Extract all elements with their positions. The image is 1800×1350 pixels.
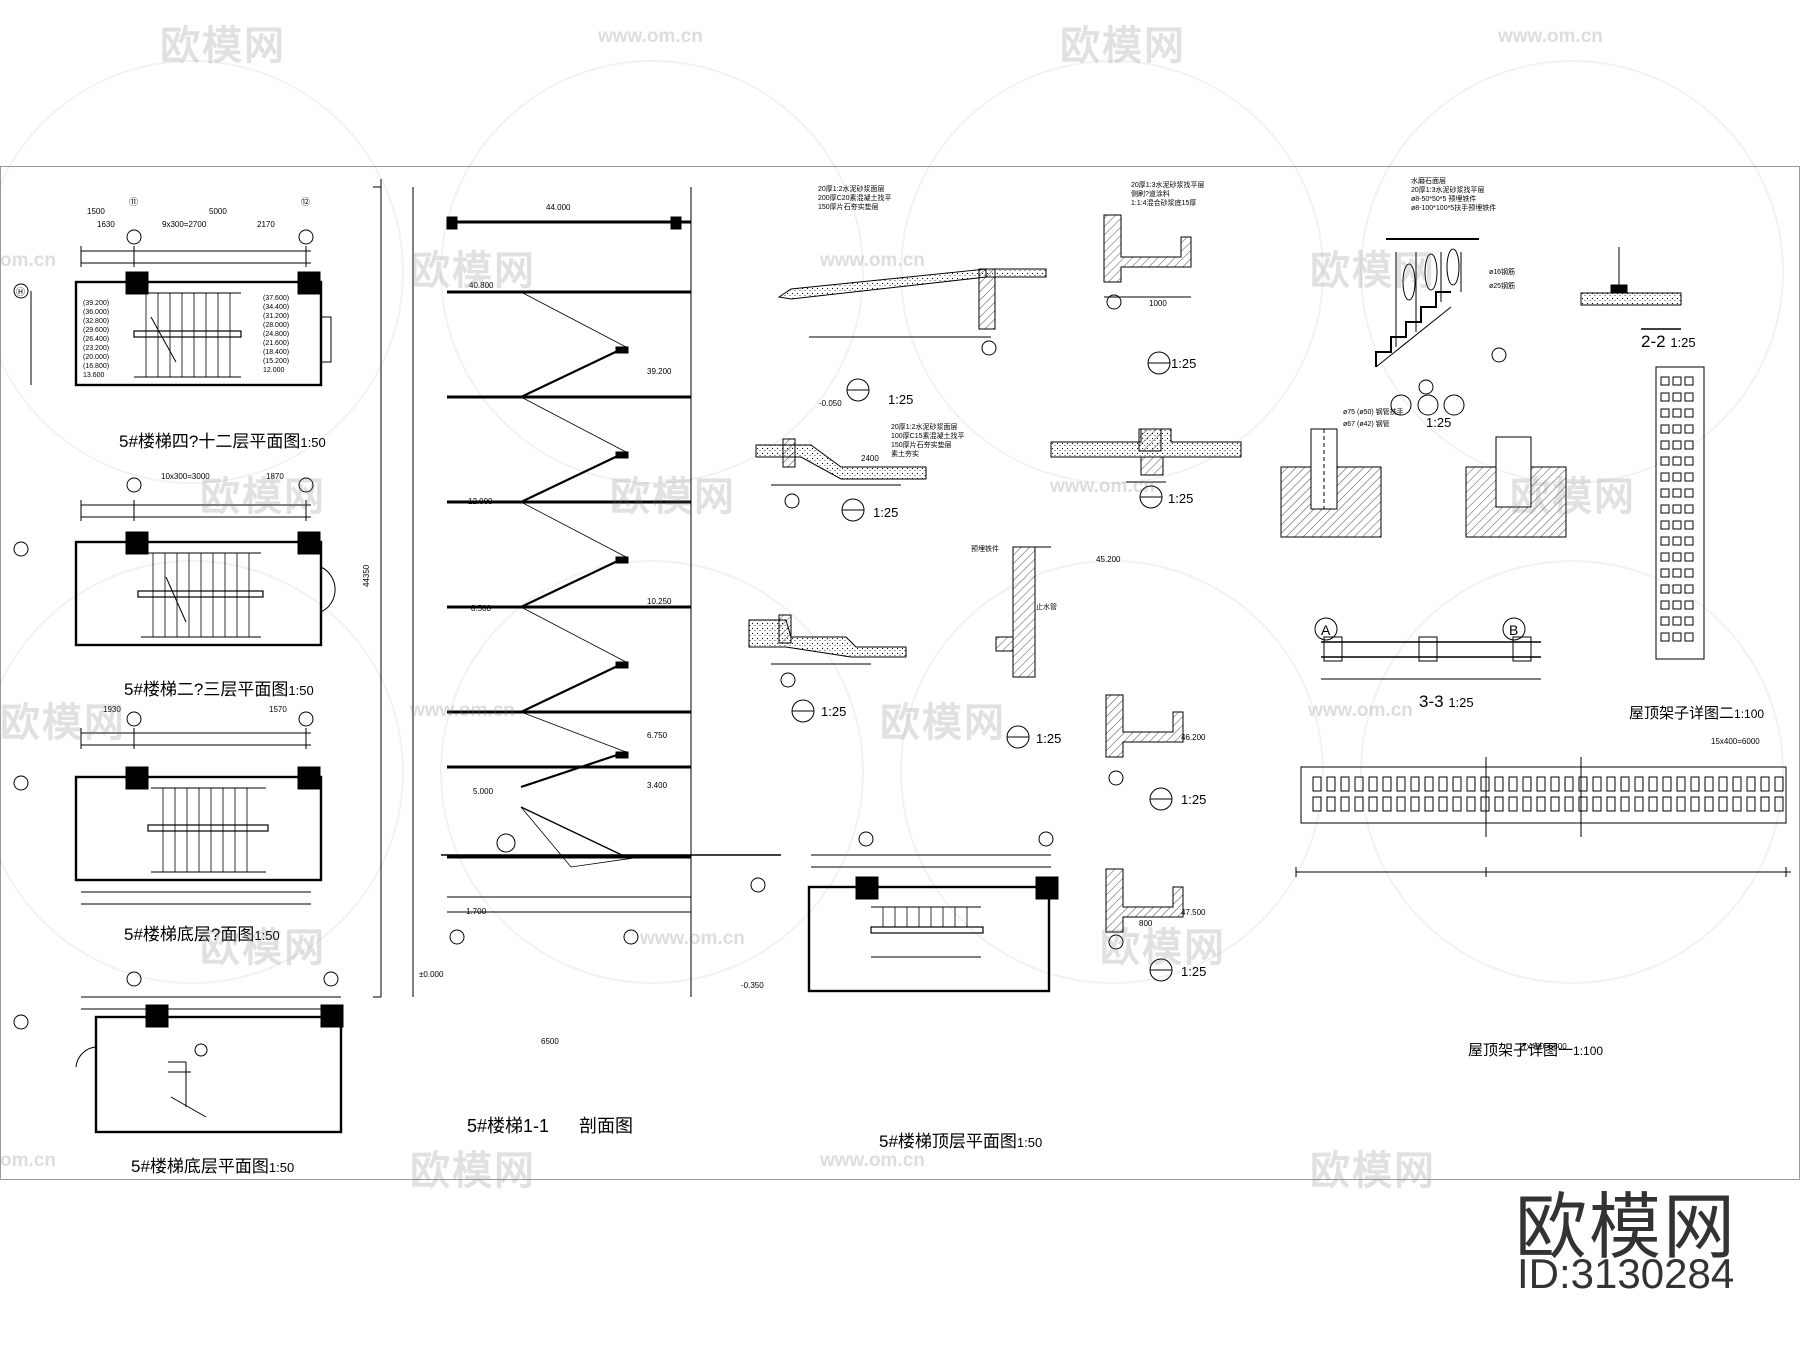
elev-m0050: -0.050 [819,399,842,408]
watermark-brand-10: 欧模网 [200,925,326,971]
watermark-url-10: www.om.cn [820,1150,925,1171]
roof-slot [1672,552,1682,562]
watermark-brand-7: 欧模网 [1510,474,1636,520]
roof-slot [1684,552,1694,562]
watermark-brand-3: 欧模网 [410,248,536,294]
plan4-title: 5#楼梯底层平面图1:50 [131,1157,295,1176]
detail2-scale: 1:25 [873,505,899,520]
roof-slot [1660,568,1670,578]
roof-slot [1684,584,1694,594]
roof-slot [1672,456,1682,466]
roof-slot [1684,456,1694,466]
roof-slot [1326,796,1336,812]
watermark-brand-12: 欧模网 [410,1148,536,1194]
watermark-brand-4: 欧模网 [1310,248,1436,294]
watermark-brand-1: 欧模网 [160,23,286,69]
watermark-brand-2: 欧模网 [1060,23,1186,69]
watermark-url-3: om.cn [0,250,56,271]
mark-a: A [1321,622,1331,638]
steel-label: 预埋铁件 [971,546,999,553]
roof-slot [1684,472,1694,482]
dim-2400: 2400 [861,454,879,463]
roof-slot [1672,472,1682,482]
roof-slot [1326,776,1336,792]
watermark-url-4: www.om.cn [820,250,925,271]
elev-12000: 12.000 [468,497,493,506]
top-plan-scale: 1:50 [1016,1135,1043,1150]
roof-slot [1684,504,1694,514]
svg-text:44350: 44350 [362,564,371,587]
plan4-scale: 1:50 [268,1160,295,1175]
watermark-url-2: www.om.cn [1498,26,1603,47]
watermark-url-5: www.om.cn [1050,476,1155,497]
roof-slot [1684,536,1694,546]
watermark-brand-9: 欧模网 [880,700,1006,746]
watermark-brand-11: 欧模网 [1100,925,1226,971]
roof-slot [1684,488,1694,498]
roof-slot [1684,520,1694,530]
dim-1870: 1870 [266,472,284,481]
roof-slot [1684,568,1694,578]
watermark-brand-8: 欧模网 [0,700,126,746]
roof-slot [1340,796,1350,812]
detail1-scale: 1:25 [888,392,914,407]
roof-slot [1660,472,1670,482]
watermark-url-7: www.om.cn [1308,700,1413,721]
elev-45200: 45.200 [1096,555,1121,564]
detail-2 [755,438,927,522]
roof-slot [1660,520,1670,530]
elev-8500: 8.500 [471,604,492,613]
watermark-url-9: om.cn [0,1150,56,1171]
plan-floor-ground-b [13,971,344,1134]
roof-slot [1672,488,1682,498]
watermark-url-1: www.om.cn [598,26,703,47]
top-plan-title: 5#楼梯顶层平面图1:50 [879,1132,1043,1151]
roof-slot [1340,776,1350,792]
roof-slot [1660,536,1670,546]
roof-slot [1672,536,1682,546]
elev-0000: ±0.000 [419,970,444,979]
watermark-brand-5: 欧模网 [200,474,326,520]
detail5-scale: 1:25 [1168,491,1194,506]
elev-m0350: -0.350 [741,981,764,990]
roof1-title: 屋顶架子详图一1:100 [1468,1042,1604,1059]
roof-slot [1672,504,1682,514]
elev-1700: 1.700 [466,907,487,916]
watermark-brand-6: 欧模网 [610,474,736,520]
roof-slot [1672,520,1682,530]
watermark-url-8: www.om.cn [640,928,745,949]
watermark-brand-13: 欧模网 [1310,1148,1436,1194]
roof-slot [1660,488,1670,498]
brand-logo-text: 欧模网 [1515,1185,1738,1269]
brand-id: ID:3130284 [1517,1250,1735,1297]
watermark-url-6: www.om.cn [410,700,515,721]
roof-slot [1660,552,1670,562]
roof-slot [1660,504,1670,514]
roof-slot [1672,568,1682,578]
dim-6500: 6500 [541,1037,559,1046]
dim-17x400: 17x400=6800 [1518,1042,1567,1051]
